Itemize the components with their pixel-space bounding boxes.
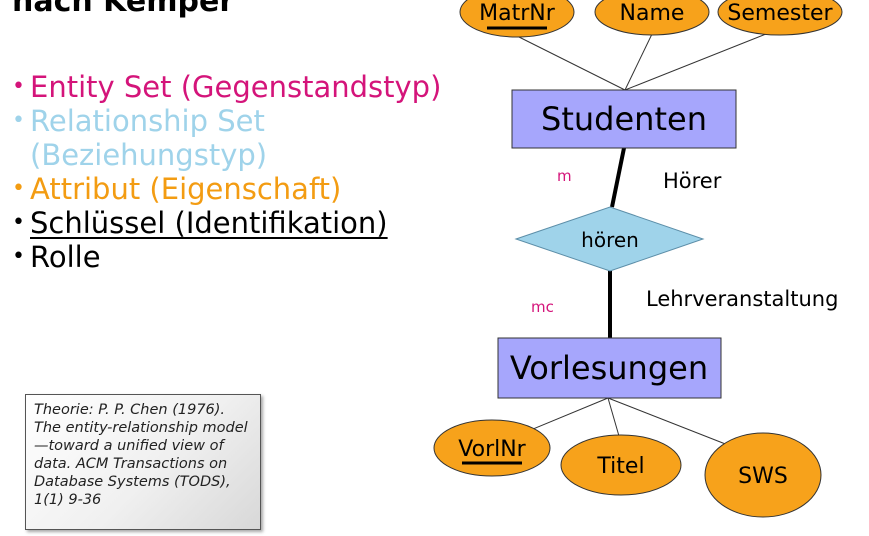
connector-name — [624, 33, 653, 91]
entity-students-shape — [511, 89, 737, 149]
entity-lectures-label: Vorlesungen — [510, 349, 708, 387]
legend-key-label: Schlüssel (Identifikation) — [30, 206, 388, 240]
cardinality-lectures: mc — [531, 298, 554, 316]
legend-role-label: Rolle — [30, 240, 101, 274]
page-title: nach Kemper — [12, 0, 235, 19]
attribute-name-shape — [594, 0, 710, 36]
attribute-sws-label: SWS — [738, 464, 788, 489]
reference-box: Theorie: P. P. Chen (1976). The entity-r… — [25, 394, 261, 530]
bullet-icon: • — [12, 108, 25, 133]
legend-item-attribute: •Attribut (Eigenschaft) — [10, 172, 441, 206]
attribute-vorlnr-label: VorlNr — [458, 437, 526, 462]
connector-matrnr — [516, 35, 626, 91]
attribute-semester-label: Semester — [727, 1, 833, 26]
relationship-shape — [514, 206, 705, 272]
attribute-sws-shape — [704, 432, 822, 518]
legend-item-key: •Schlüssel (Identifikation) — [10, 206, 441, 240]
role-lectures: Lehrveranstaltung — [646, 287, 838, 311]
bullet-icon: • — [12, 244, 25, 269]
legend-list: •Entity Set (Gegenstandstyp) •Relationsh… — [10, 70, 441, 274]
bullet-icon: • — [12, 74, 25, 99]
bullet-icon: • — [12, 210, 25, 235]
connector-semester — [624, 33, 767, 91]
relationship-line-students — [610, 147, 626, 208]
entity-students-label: Studenten — [541, 100, 707, 138]
attribute-name-label: Name — [620, 1, 685, 26]
legend-item-entity: •Entity Set (Gegenstandstyp) — [10, 70, 441, 104]
legend-entity-label: Entity Set (Gegenstandstyp) — [30, 70, 442, 104]
cardinality-students: m — [557, 167, 572, 185]
student-attribute-connectors — [516, 33, 767, 91]
bullet-icon: • — [12, 176, 25, 201]
legend-item-relationship: •Relationship Set(Beziehungstyp) — [10, 104, 441, 172]
legend-relationship-label-2: (Beziehungstyp) — [30, 138, 268, 172]
legend-relationship-label-1: Relationship Set — [30, 104, 265, 138]
role-students: Hörer — [663, 169, 722, 193]
attribute-titel-label: Titel — [596, 454, 644, 479]
relationship-label: hören — [581, 228, 639, 252]
attribute-semester-shape — [717, 0, 843, 36]
attribute-titel-shape — [560, 434, 682, 496]
legend-item-role: •Rolle — [10, 240, 441, 274]
entity-lectures-shape — [497, 337, 722, 399]
attribute-matrnr-label: MatrNr — [479, 1, 556, 26]
legend-attribute-label: Attribut (Eigenschaft) — [30, 172, 342, 206]
